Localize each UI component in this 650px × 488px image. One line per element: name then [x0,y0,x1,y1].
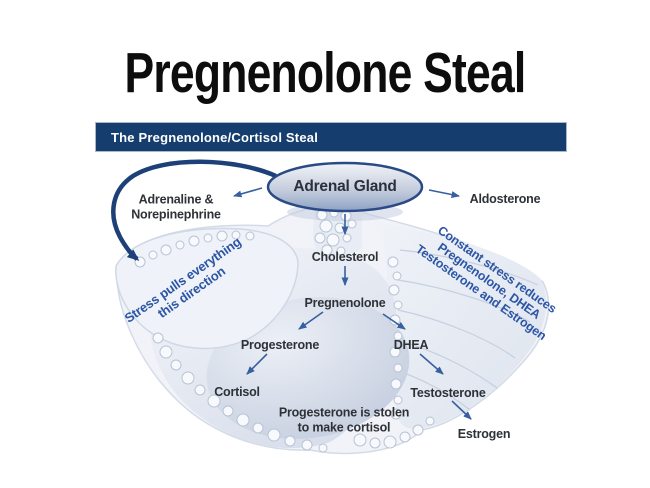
stolen-line2: to make cortisol [297,420,391,434]
arrow-pregnenolone-to-progesterone-icon [298,311,324,330]
node-progesterone: Progesterone [240,337,320,352]
arrow-testosterone-to-estrogen-icon [451,400,472,420]
arrow-to-adrenaline-icon [233,187,263,198]
stress-pull-arrow-icon [111,159,277,261]
arrow-progesterone-to-cortisol-icon [246,353,268,375]
node-adrenal-gland: Adrenal Gland [293,178,397,195]
arrow-pregnenolone-to-dhea-icon [382,313,406,330]
node-testosterone: Testosterone [410,385,486,400]
diagram-header-bar: The Pregnenolone/Cortisol Steal [95,122,567,152]
node-adrenaline-norepinephrine: Adrenaline & Norepinephrine [131,193,221,222]
fan-striations [395,249,539,411]
node-pregnenolone: Pregnenolone [304,295,386,310]
node-cortisol: Cortisol [214,384,260,399]
diagram-header-title: The Pregnenolone/Cortisol Steal [111,129,319,145]
flow-arrows [233,187,472,420]
bubble-texture [134,208,435,453]
adrenaline-line2: Norepinephrine [131,207,221,221]
node-estrogen: Estrogen [457,426,511,441]
arrow-dhea-to-testosterone-icon [419,353,444,375]
node-cholesterol: Cholesterol [311,249,379,264]
note-progesterone-stolen: Progesterone is stolen to make cortisol [278,405,410,435]
node-dhea: DHEA [393,337,429,352]
stolen-line1: Progesterone is stolen [278,405,410,420]
node-aldosterone: Aldosterone [469,191,541,206]
adrenal-gland-oval [266,161,424,213]
arrow-to-aldosterone-icon [428,189,460,198]
adrenaline-line1: Adrenaline & [138,192,214,207]
slide-title: Pregnenolone Steal [124,41,526,105]
